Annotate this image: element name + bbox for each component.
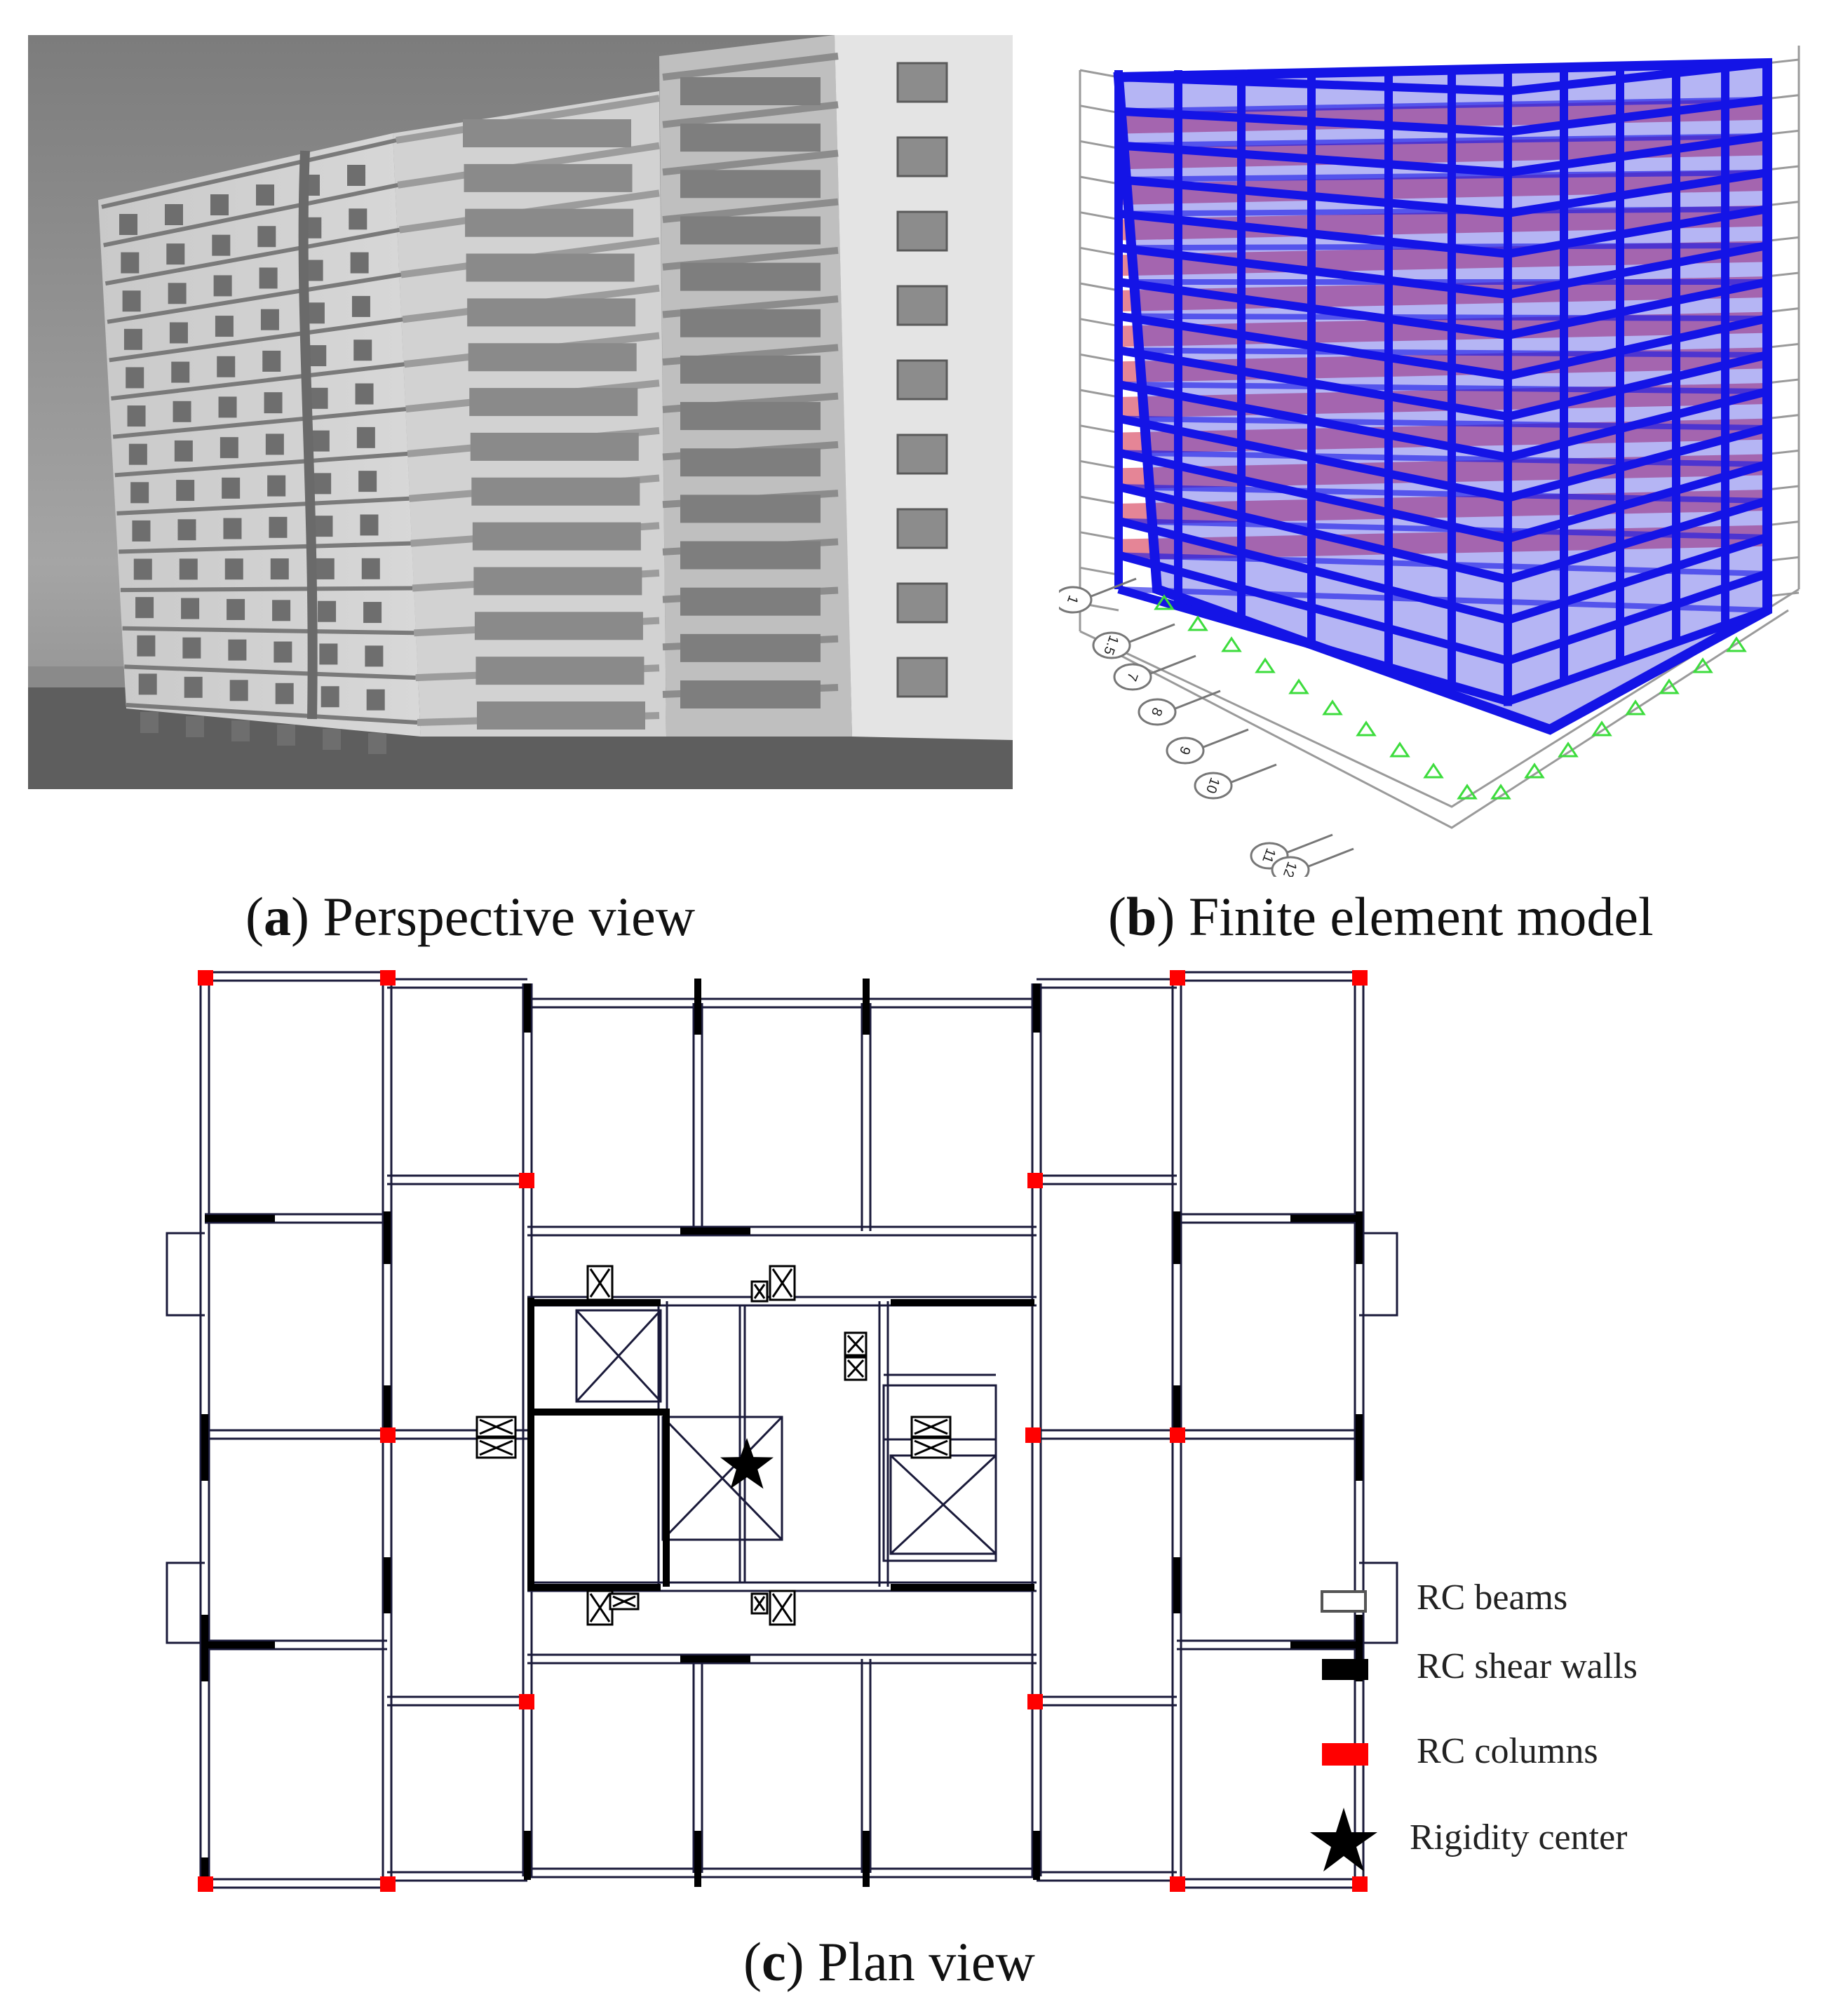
caption-c-letter: c <box>761 1931 786 1992</box>
column <box>380 1427 396 1443</box>
shear-wall <box>863 1831 870 1887</box>
shear-wall <box>1356 1414 1363 1481</box>
shear-wall <box>694 979 701 1035</box>
shear-wall <box>694 1831 701 1887</box>
shear-wall <box>201 1414 208 1481</box>
shear-wall <box>384 1557 391 1613</box>
column <box>1170 1876 1185 1892</box>
shear-wall <box>205 1215 275 1222</box>
column <box>1352 970 1368 986</box>
legend-beams-label: RC beams <box>1417 1578 1568 1618</box>
column <box>1170 970 1185 986</box>
shear-wall <box>1290 1215 1361 1222</box>
shear-wall <box>527 1584 661 1591</box>
shear-wall <box>680 1228 750 1235</box>
caption-c: (c) Plan view <box>743 1931 1035 1992</box>
column <box>1352 1876 1368 1892</box>
plan-view: RC beams RC shear walls RC columns Rigid… <box>140 968 1822 1915</box>
shear-wall <box>863 979 870 1035</box>
shear-wall <box>527 1409 668 1416</box>
shear-wall <box>1290 1641 1361 1648</box>
caption-a-letter: a <box>263 886 291 947</box>
shear-wall <box>201 1857 208 1886</box>
shear-wall <box>524 1831 531 1880</box>
shear-wall <box>891 1584 1034 1591</box>
shear-wall <box>1173 1211 1180 1264</box>
caption-b-text: Finite element model <box>1188 886 1654 947</box>
column <box>198 970 213 986</box>
shear-wall <box>527 1298 534 1589</box>
shear-wall <box>205 1641 275 1648</box>
caption-b-letter: b <box>1126 886 1157 947</box>
caption-b: (b) Finite element model <box>1108 886 1654 947</box>
shear-wall <box>1033 1831 1040 1880</box>
caption-a: (a) Perspective view <box>245 886 696 947</box>
column <box>519 1173 534 1188</box>
shear-wall <box>1173 1557 1180 1613</box>
shear-wall <box>524 983 531 1033</box>
shear-wall <box>891 1299 1034 1306</box>
legend-wall-swatch <box>1322 1659 1368 1680</box>
caption-c-text: Plan view <box>818 1931 1035 1992</box>
column <box>1170 1427 1185 1443</box>
column <box>519 1694 534 1709</box>
shear-wall <box>1173 1385 1180 1438</box>
legend-column-swatch <box>1322 1743 1368 1766</box>
column <box>1027 1173 1043 1188</box>
shear-wall <box>384 1211 391 1264</box>
legend-rigidity-label: Rigidity center <box>1410 1817 1628 1857</box>
legend-walls-label: RC shear walls <box>1417 1646 1638 1686</box>
column <box>380 1876 396 1892</box>
column <box>380 970 396 986</box>
shear-wall <box>663 1409 670 1587</box>
star-icon <box>720 1438 774 1489</box>
shear-wall <box>1033 983 1040 1033</box>
legend-columns-label: RC columns <box>1417 1731 1598 1771</box>
legend-beam-swatch <box>1321 1590 1367 1613</box>
shear-wall <box>680 1655 750 1662</box>
perspective-photo <box>28 35 1013 789</box>
caption-a-text: Perspective view <box>323 886 696 947</box>
column <box>1027 1694 1043 1709</box>
shear-wall <box>527 1299 661 1306</box>
column <box>1025 1427 1041 1443</box>
shear-wall <box>1356 1211 1363 1264</box>
legend-star-icon <box>1310 1808 1377 1871</box>
shear-wall <box>384 1385 391 1438</box>
column <box>198 1876 213 1892</box>
